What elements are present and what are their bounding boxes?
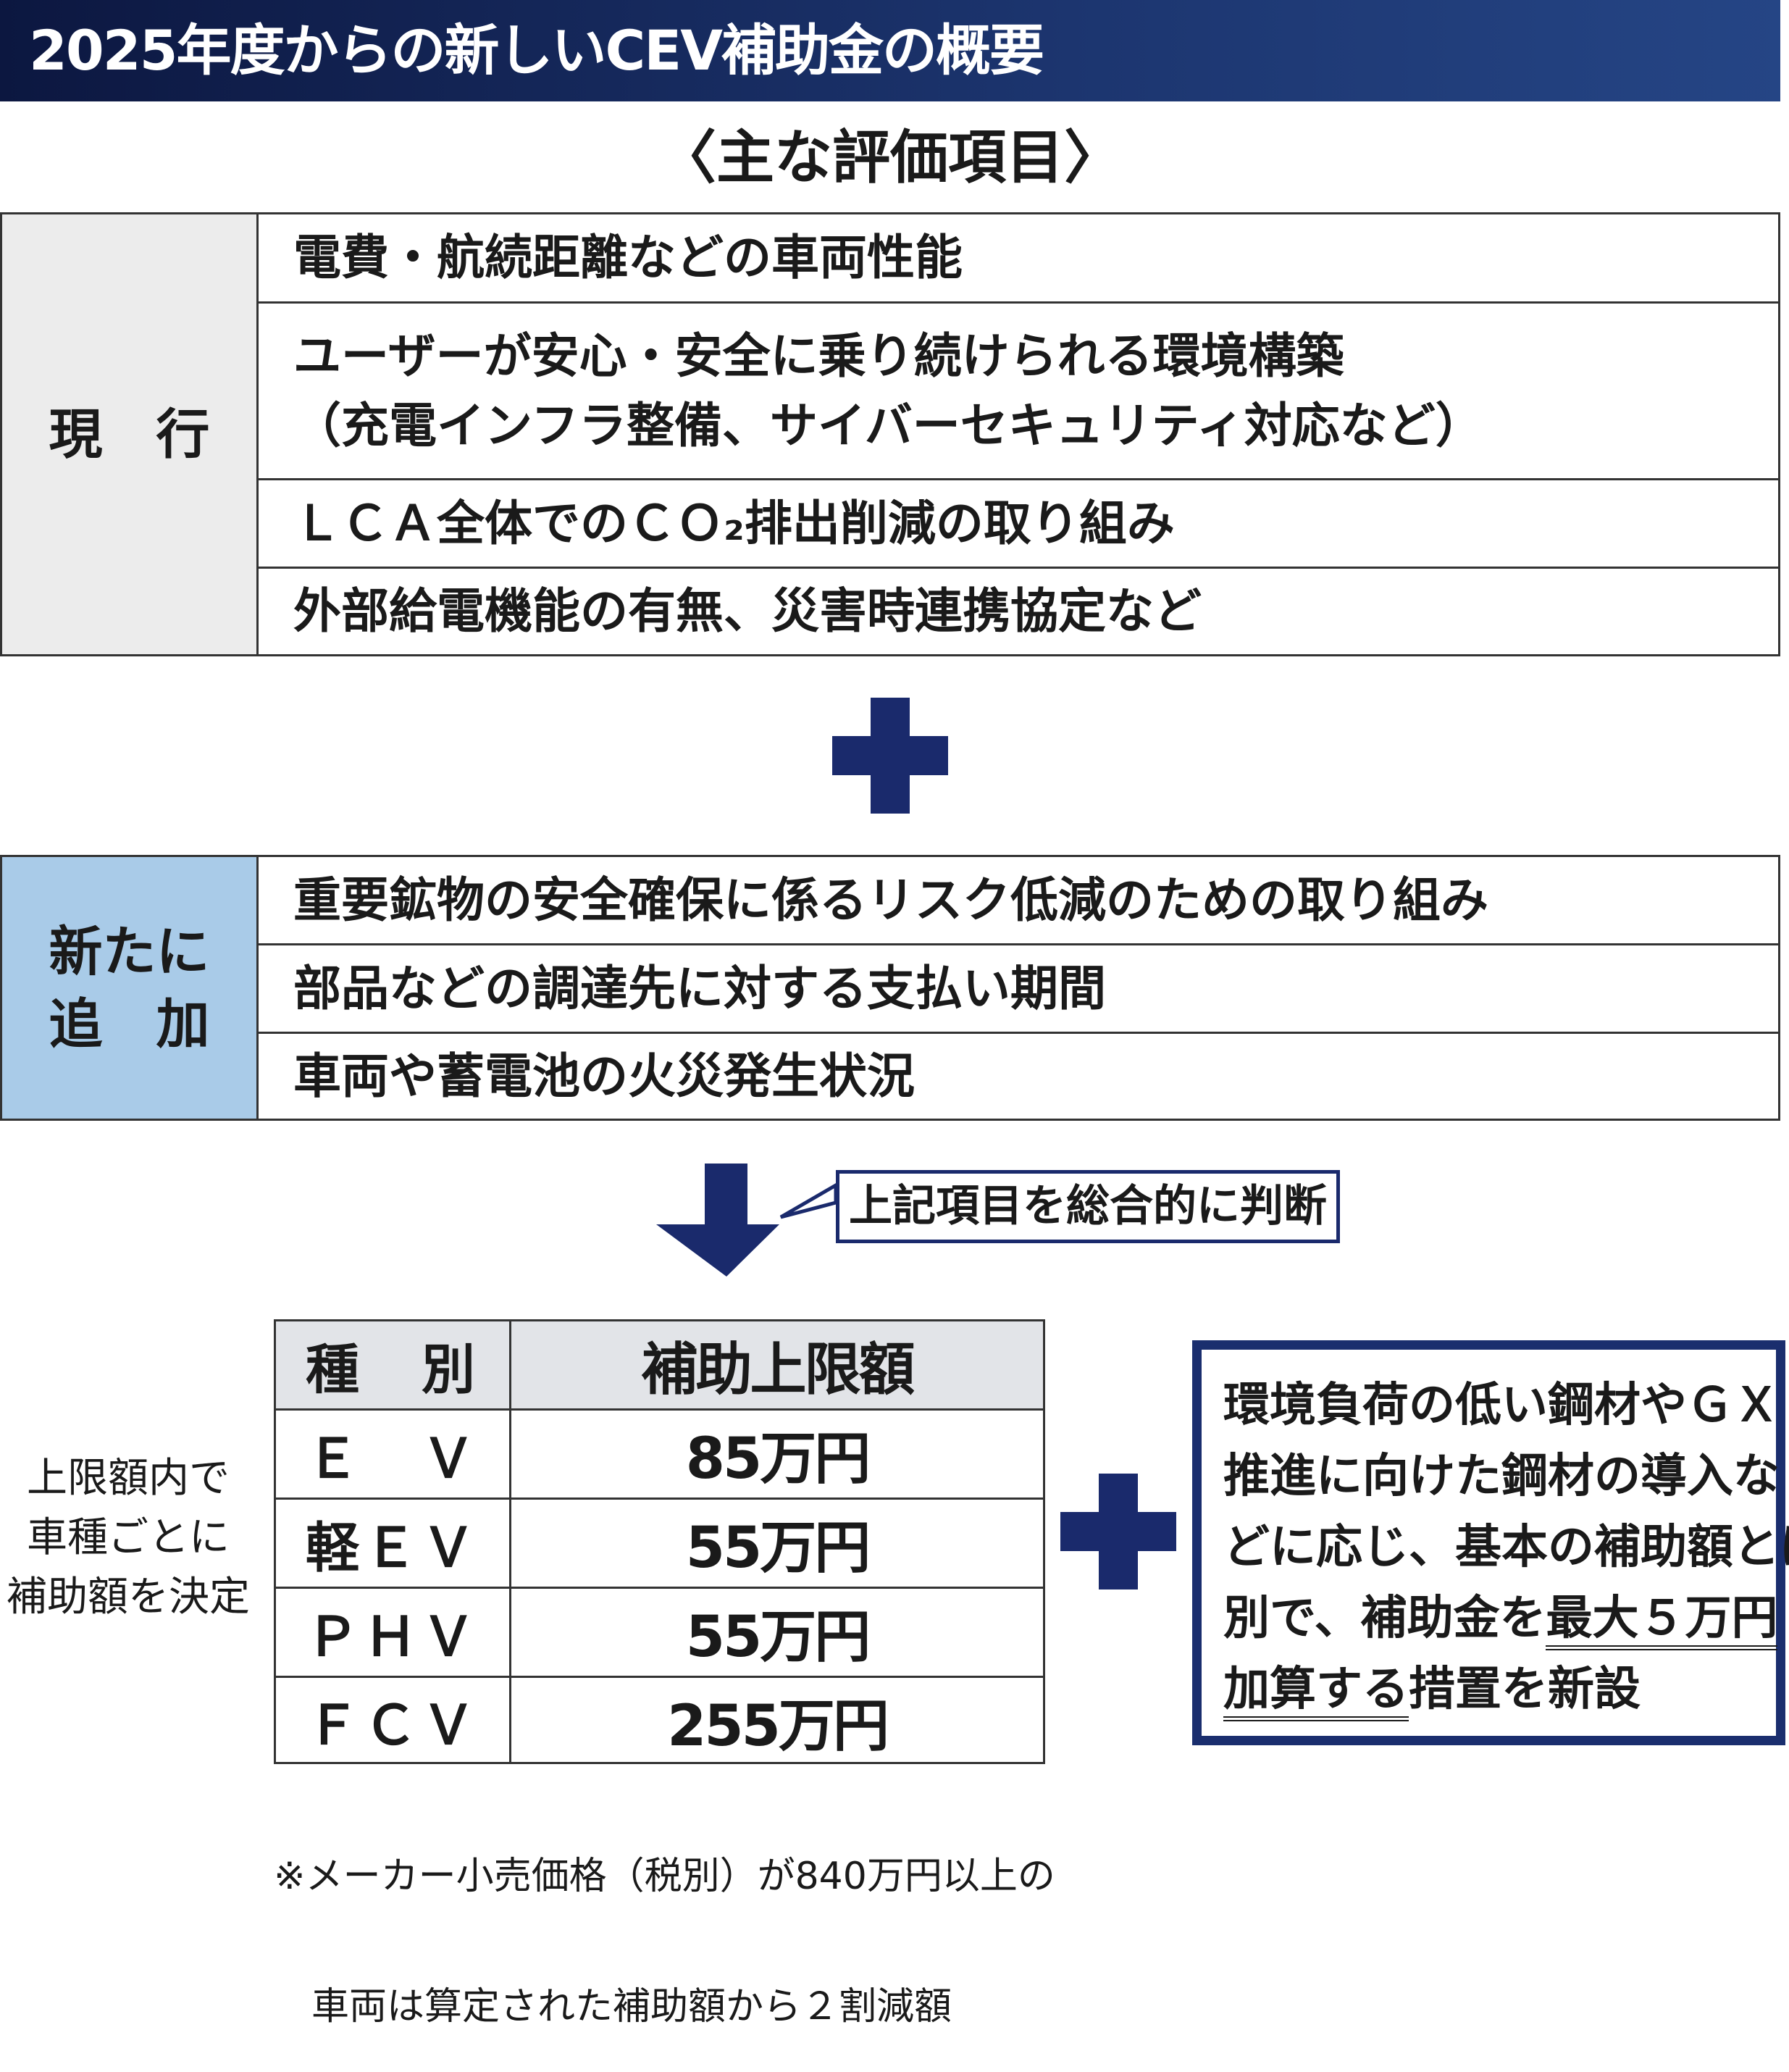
criteria-line: ユーザーが安心・安全に乗り続けられる環境構築 [293, 327, 1344, 384]
box-text: 措置を新設 [1409, 1663, 1641, 1716]
box-line: 加算する措置を新設 [1223, 1654, 1776, 1725]
header-amount: 補助上限額 [641, 1337, 915, 1403]
table-row: ＦＣＶ 255万円 [276, 1678, 1043, 1764]
header-type: 種 別 [276, 1321, 511, 1408]
criteria-row: 外部給電機能の有無、災害時連携協定など [293, 583, 1202, 639]
criteria-row: 電費・航続距離などの車両性能 [259, 214, 1778, 304]
left-label-line: 補助額を決定 [7, 1574, 250, 1621]
plus-icon [1060, 1474, 1176, 1589]
left-label: 上限額内で 車種ごとに 補助額を決定 [0, 1449, 256, 1627]
vehicle-type: ＦＣＶ [276, 1678, 511, 1764]
footnote-line: 車両は算定された補助額から２割減額 [274, 1985, 952, 2029]
subsidy-amount: 255万円 [667, 1693, 889, 1759]
box-line: 環境負荷の低い鋼材やＧＸ [1223, 1379, 1780, 1432]
box-text: 別で、補助金を [1223, 1592, 1546, 1645]
plus-icon [832, 698, 948, 814]
vehicle-type: 軽ＥＶ [276, 1500, 511, 1587]
left-label-line: 上限額内で [27, 1455, 230, 1502]
new-label: 新たに 追 加 [2, 857, 259, 1119]
subsidy-amount: 55万円 [685, 1516, 871, 1581]
subsidy-amount: 55万円 [685, 1605, 871, 1670]
section-subtitle: 〈主な評価項目〉 [658, 124, 1122, 191]
vehicle-type: ＰＨＶ [276, 1589, 511, 1676]
additional-subsidy-box: 環境負荷の低い鋼材やＧＸ 推進に向けた鋼材の導入な どに応じ、基本の補助額とは … [1192, 1340, 1789, 1745]
down-arrow-icon [656, 1164, 838, 1277]
subsidy-table: 種 別 補助上限額 Ｅ Ｖ 85万円 軽ＥＶ 55万円 ＰＨＶ 55万円 ＦＣＶ… [274, 1319, 1045, 1764]
criteria-row: 車両や蓄電池の火災発生状況 [293, 1048, 915, 1104]
table-header: 種 別 補助上限額 [276, 1321, 1043, 1411]
new-criteria-table: 新たに 追 加 重要鉱物の安全確保に係るリスク低減のための取り組み 部品などの調… [0, 855, 1780, 1121]
current-label: 現 行 [2, 214, 259, 654]
criteria-row: 重要鉱物の安全確保に係るリスク低減のための取り組み [259, 857, 1778, 945]
vehicle-type: Ｅ Ｖ [276, 1411, 511, 1497]
box-line: 推進に向けた鋼材の導入な [1223, 1450, 1780, 1503]
underlined-text: 最大５万円 [1546, 1592, 1778, 1650]
table-row: ＰＨＶ 55万円 [276, 1589, 1043, 1678]
criteria-line: （充電インフラ整備、サイバーセキュリティ対応など） [293, 397, 1483, 454]
callout-box: 上記項目を総合的に判断 [836, 1170, 1340, 1243]
box-line: どに応じ、基本の補助額とは [1223, 1521, 1789, 1574]
criteria-row: ユーザーが安心・安全に乗り続けられる環境構築 （充電インフラ整備、サイバーセキュ… [259, 304, 1778, 480]
box-line: 別で、補助金を最大５万円 [1223, 1583, 1778, 1654]
criteria-row: ＬＣＡ全体でのＣＯ₂排出削減の取り組み [259, 480, 1778, 569]
left-label-line: 車種ごとに [27, 1514, 230, 1561]
footnote-line: ※メーカー小売価格（税別）が840万円以上の [274, 1855, 1055, 1898]
criteria-row: 部品などの調達先に対する支払い期間 [259, 945, 1778, 1034]
underlined-text: 加算する [1223, 1663, 1409, 1721]
footnote: ※メーカー小売価格（税別）が840万円以上の 車両は算定された補助額から２割減額 [274, 1768, 1055, 2072]
table-row: 軽ＥＶ 55万円 [276, 1500, 1043, 1589]
current-criteria-table: 現 行 電費・航続距離などの車両性能 ユーザーが安心・安全に乗り続けられる環境構… [0, 212, 1780, 656]
page-title: 2025年度からの新しいCEV補助金の概要 [0, 0, 1780, 101]
subsidy-amount: 85万円 [685, 1426, 871, 1492]
table-row: Ｅ Ｖ 85万円 [276, 1411, 1043, 1500]
